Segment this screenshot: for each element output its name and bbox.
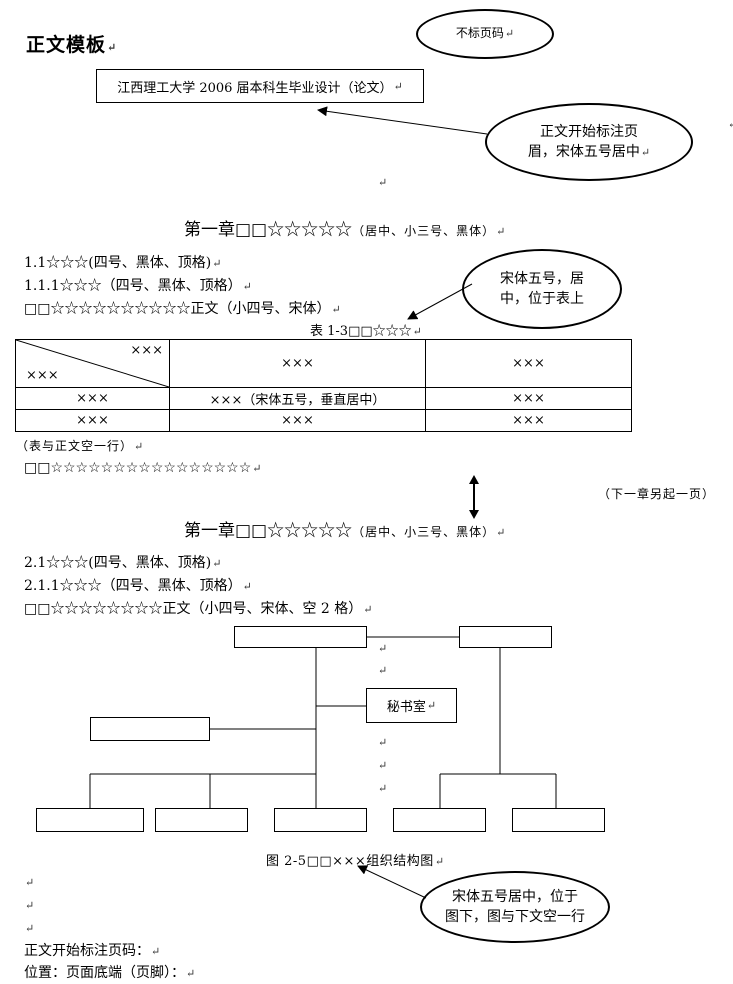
org-box-top-left: [234, 626, 367, 648]
org-box-bottom-2: [155, 808, 248, 832]
ch2-line-3: □□☆☆☆☆☆☆☆☆正文（小四号、宋体、空 2 格）↵: [24, 601, 373, 617]
chapter1-note: （居中、小三号、黑体）: [352, 224, 496, 238]
callout-table-line1: 宋体五号，居: [500, 270, 584, 287]
after-table-note: （表与正文空一行）↵: [16, 439, 145, 453]
table-cell: ×××（宋体五号，垂直居中）: [169, 387, 426, 410]
ch2-line-1: 2.1☆☆☆(四号、黑体、顶格)↵: [24, 555, 222, 571]
paragraph-mark: ↵: [728, 118, 733, 131]
org-box-bottom-1: [36, 808, 144, 832]
arrow-figure: [357, 865, 427, 899]
arrow-table: [407, 283, 473, 320]
callout-figure-caption: 宋体五号居中，位于 图下，图与下文空一行: [420, 871, 610, 943]
paragraph-mark: ↵: [378, 736, 388, 749]
paragraph-mark: ↵: [378, 759, 388, 772]
chapter2-note: （居中、小三号、黑体）: [352, 525, 496, 539]
paragraph-mark: ↵: [378, 642, 388, 655]
header-box: 江西理工大学 2006 届本科生毕业设计（论文）↵: [96, 69, 424, 103]
table-cell: ×××: [169, 409, 426, 432]
ch1-line-2: 1.1.1☆☆☆（四号、黑体、顶格）↵: [24, 278, 252, 294]
table-corner-top: ×××: [130, 343, 163, 358]
org-box-bottom-5: [512, 808, 605, 832]
callout-header-note: 正文开始标注页 眉，宋体五号居中↵: [485, 103, 693, 181]
callout-no-page-number-text: 不标页码: [455, 26, 504, 41]
chapter1-heading: 第一章□□☆☆☆☆☆（居中、小三号、黑体）↵: [184, 220, 506, 240]
org-box-left-mid: [90, 717, 210, 741]
callout-figure-line1: 宋体五号居中，位于: [452, 888, 578, 905]
paragraph-mark: ↵: [25, 922, 35, 935]
callout-header-line1: 正文开始标注页: [540, 123, 638, 140]
ch2-line-2: 2.1.1☆☆☆（四号、黑体、顶格）↵: [24, 578, 252, 594]
callout-figure-line2: 图下，图与下文空一行: [445, 909, 585, 925]
footer-line-2: 位置：页面底端（页脚）：↵: [24, 965, 196, 981]
paragraph-mark: ↵: [378, 176, 388, 189]
paragraph-mark: ↵: [25, 899, 35, 912]
paragraph-mark: ↵: [378, 664, 388, 677]
callout-table-line2: 中，位于表上: [500, 291, 584, 307]
table-cell: ×××: [15, 409, 170, 432]
footer-line-1: 正文开始标注页码：↵: [24, 943, 161, 959]
header-box-text: 江西理工大学 2006 届本科生毕业设计（论文）: [117, 80, 393, 96]
callout-header-line2: 眉，宋体五号居中: [527, 144, 640, 160]
org-box-bottom-3: [274, 808, 367, 832]
data-table: ××× ××× ××× ××× ××× ×××（宋体五号，垂直居中） ××× ×…: [15, 339, 632, 432]
ch1-line-3: □□☆☆☆☆☆☆☆☆☆☆正文（小四号、宋体）↵: [24, 301, 341, 317]
arrow-header: [317, 106, 488, 135]
table-header-cell: ×××: [425, 339, 632, 388]
table-corner-bottom: ×××: [26, 368, 59, 383]
org-box-center: 秘书室↵: [366, 688, 457, 723]
table-corner-cell: ××× ×××: [15, 339, 170, 388]
callout-no-page-number: 不标页码↵: [416, 9, 554, 59]
org-center-label: 秘书室: [386, 700, 426, 715]
table-caption: 表 1-3□□☆☆☆↵: [310, 324, 422, 339]
page-title: 正文模板↵: [26, 34, 118, 56]
diagonal-line: [16, 340, 169, 387]
figure-caption: 图 2-5□□×××组织结构图↵: [266, 854, 445, 869]
paragraph-mark: ↵: [378, 782, 388, 795]
table-cell: ×××: [425, 409, 632, 432]
chapter2-heading: 第一章□□☆☆☆☆☆（居中、小三号、黑体）↵: [184, 521, 506, 541]
org-box-top-right: [459, 626, 552, 648]
paragraph-mark: ↵: [25, 876, 35, 889]
org-box-bottom-4: [393, 808, 486, 832]
after-table-line: □□☆☆☆☆☆☆☆☆☆☆☆☆☆☆☆☆↵: [24, 460, 262, 476]
ch1-line-1: 1.1☆☆☆(四号、黑体、顶格)↵: [24, 255, 222, 271]
double-arrow-icon: [469, 475, 479, 519]
next-chapter-note: （下一章另起一页）: [598, 487, 716, 501]
callout-table-caption: 宋体五号，居 中，位于表上: [462, 249, 622, 329]
